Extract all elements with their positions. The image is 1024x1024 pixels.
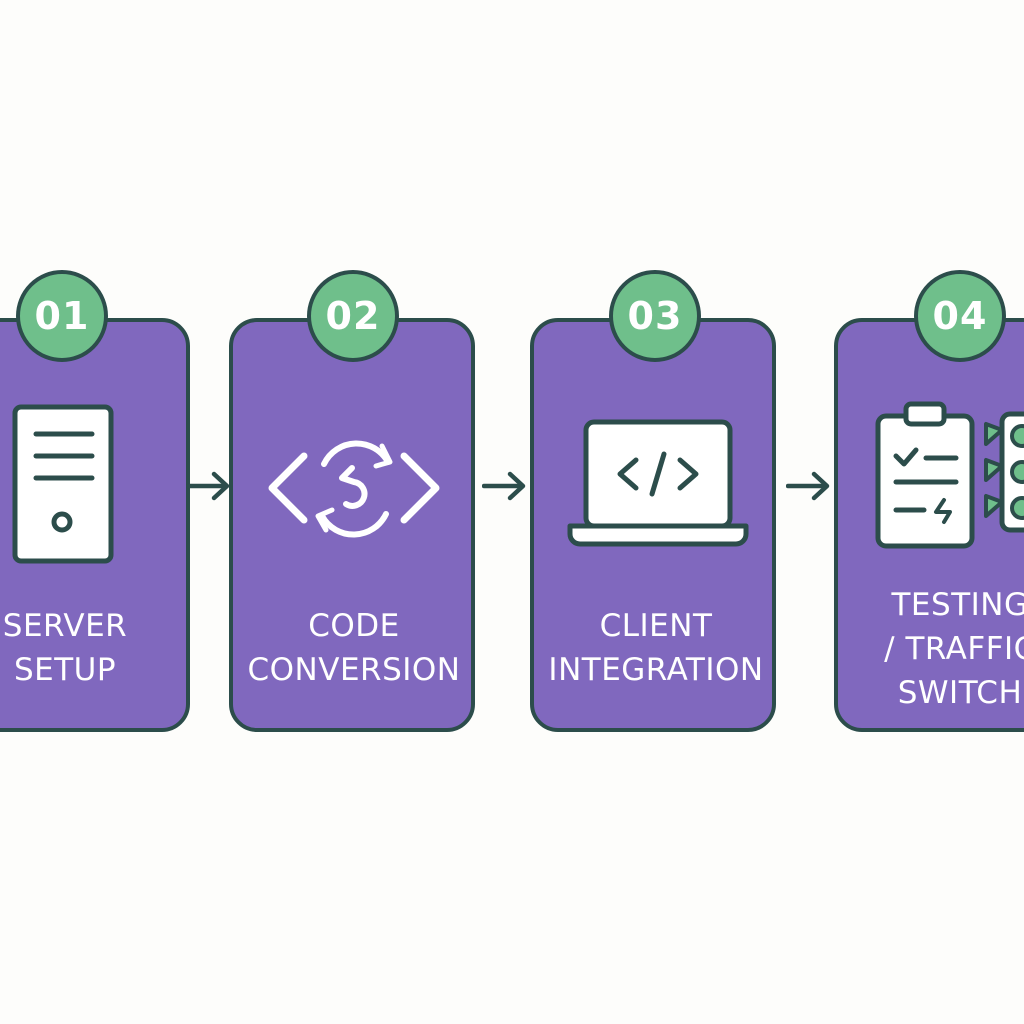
step-label-client-integration: CLIENT INTEGRATION bbox=[530, 604, 782, 692]
step-label-line: CLIENT bbox=[599, 608, 713, 644]
step-label-line: TESTING bbox=[891, 587, 1024, 623]
step-number-badge: 01 bbox=[16, 270, 108, 362]
code-conversion-icon bbox=[268, 440, 440, 538]
step-number-badge: 03 bbox=[609, 270, 701, 362]
step-number-badge: 02 bbox=[307, 270, 399, 362]
laptop-code-icon bbox=[567, 419, 749, 547]
step-label-code-conversion: CODE CONVERSION bbox=[229, 604, 479, 692]
step-label-line: CODE bbox=[308, 608, 400, 644]
clipboard-checklist-icon bbox=[875, 401, 975, 549]
traffic-light-icon bbox=[984, 411, 1024, 533]
step-label-line: CONVERSION bbox=[247, 652, 461, 688]
step-label-line: SWITCH bbox=[897, 675, 1023, 711]
step-number-badge: 04 bbox=[914, 270, 1006, 362]
flow-arrow-icon bbox=[482, 471, 526, 501]
step-label-server-setup: SERVER SETUP bbox=[0, 604, 170, 692]
server-icon bbox=[12, 404, 114, 564]
flow-arrow-icon bbox=[186, 471, 230, 501]
step-label-line: INTEGRATION bbox=[548, 652, 764, 688]
step-label-testing-traffic-switch: TESTING / TRAFFIC SWITCH bbox=[850, 583, 1024, 715]
step-label-line: SETUP bbox=[13, 652, 117, 688]
step-label-line: / TRAFFIC bbox=[884, 631, 1024, 667]
step-label-line: SERVER bbox=[2, 608, 128, 644]
flow-arrow-icon bbox=[786, 471, 830, 501]
